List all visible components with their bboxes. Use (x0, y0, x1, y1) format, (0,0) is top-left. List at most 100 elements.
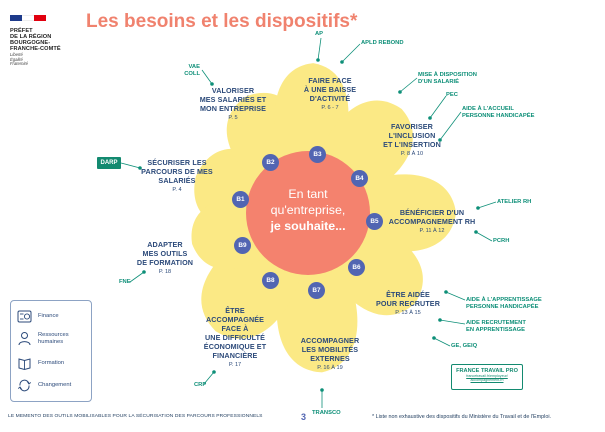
book-icon (17, 356, 32, 371)
petal-line: FINANCIÈRE (212, 351, 258, 360)
flag-white (22, 15, 34, 21)
motto-line: Égalité (10, 56, 23, 62)
ftp-url-line[interactable]: accompagnement-rh (470, 378, 504, 383)
scheme-fne[interactable]: FNE (119, 279, 131, 285)
petal-line: SÉCURISER LES (147, 158, 207, 167)
scheme-line: PERSONNE HANDICAPÉE (466, 304, 539, 310)
petal-line: BÉNÉFICIER D'UN (399, 208, 465, 217)
connector-line (429, 95, 447, 119)
petal-line: VALORISER (211, 86, 255, 95)
petal-page: P. 11 À 12 (419, 228, 445, 234)
petal-line: ÊTRE (225, 306, 245, 315)
connector-dot (432, 336, 436, 340)
ftp-url-line[interactable]: francetravail.fr/employeur/ (466, 374, 508, 378)
page-title: Les besoins et les dispositifs* (86, 11, 358, 32)
connector-line (477, 201, 497, 209)
connector-dot (438, 138, 442, 142)
motto-line: Fraternité (10, 61, 28, 67)
scheme-pcrh[interactable]: PCRH (493, 238, 510, 244)
center-line-1: En tant (288, 187, 328, 201)
scheme-aide-apprentissage-handicape[interactable]: AIDE À L'APPRENTISSAGE PERSONNE HANDICAP… (466, 297, 542, 311)
ftp-title: FRANCE TRAVAIL PRO (456, 368, 518, 374)
scheme-atelier-rh[interactable]: ATELIER RH (497, 199, 532, 205)
legend-label: Ressources (38, 331, 69, 338)
scheme-transco[interactable]: TRANSCO (312, 410, 341, 416)
connector-line (439, 319, 466, 325)
connector-line (120, 162, 141, 169)
connector-dot (212, 370, 216, 374)
petal-line: À UNE BAISSE (303, 85, 357, 94)
scheme-line: D'UN SALARIÉ (418, 79, 459, 85)
badge-b6: B6 (348, 259, 365, 276)
footer-memento: LE MEMENTO DES OUTILS MOBILISABLES POUR … (8, 414, 263, 419)
petal-b7-label[interactable]: ACCOMPAGNER LES MOBILITÉS EXTERNES P. 16… (290, 336, 370, 373)
petal-line: ÊTRE AIDÉE (386, 290, 430, 299)
page-number: 3 (301, 412, 307, 422)
petal-b5-label[interactable]: BÉNÉFICIER D'UN ACCOMPAGNEMENT RH P. 11 … (384, 208, 480, 236)
scheme-line: AIDE À L'APPRENTISSAGE (466, 297, 542, 303)
petal-page: P. 8 À 10 (400, 151, 424, 157)
petal-line: ADAPTER (147, 240, 183, 249)
scheme-line: COLL (184, 71, 200, 77)
petal-line: FACE À (221, 324, 249, 333)
legend-label: Formation (38, 360, 65, 366)
prefecture-logo: PRÉFET DE LA RÉGION BOURGOGNE- FRANCHE-C… (10, 8, 80, 67)
petal-line: ET L'INSERTION (383, 140, 441, 149)
scheme-aide-recrutement-apprentissage[interactable]: AIDE RECRUTEMENT EN APPRENTISSAGE (466, 320, 526, 334)
legend-item-changement: Changement (17, 378, 71, 393)
petal-page: P. 18 (158, 269, 172, 275)
connector-dot (320, 388, 324, 392)
legend-item-rh: Ressources humaines (17, 331, 69, 346)
badge-b4: B4 (351, 170, 368, 187)
legend-label: Changement (38, 382, 72, 388)
scheme-mise-a-disposition[interactable]: MISE À DISPOSITION D'UN SALARIÉ (418, 72, 477, 86)
scheme-darp[interactable]: DARP (97, 157, 121, 169)
petal-b4-label[interactable]: FAVORISER L'INCLUSION ET L'INSERTION P. … (372, 122, 452, 159)
badge-b9: B9 (234, 237, 251, 254)
petal-b2-label[interactable]: VALORISER MES SALARIÉS ET MON ENTREPRISE… (188, 86, 278, 123)
petal-b8-label[interactable]: ÊTRE ACCOMPAGNÉE FACE À UNE DIFFICULTÉ É… (194, 306, 276, 370)
connector-dot (438, 318, 442, 322)
logo-line: DE LA RÉGION (10, 34, 52, 40)
legend-item-formation: Formation (17, 356, 64, 371)
scheme-vae-coll[interactable]: VAE COLL (176, 64, 200, 78)
legend-box: Finance Ressources humaines Formation Ch… (10, 300, 92, 402)
petal-line: LES MOBILITÉS (301, 345, 359, 354)
petal-b6-label[interactable]: ÊTRE AIDÉE POUR RECRUTER P. 13 À 15 (366, 290, 450, 318)
logo-line: BOURGOGNE- (10, 40, 51, 46)
flag-red (34, 15, 46, 21)
connector-dot (316, 58, 320, 62)
scheme-crp[interactable]: CRP (194, 382, 207, 388)
petal-line: FAVORISER (391, 122, 433, 131)
petal-b3-label[interactable]: FAIRE FACE À UNE BAISSE D'ACTIVITÉ P. 6 … (290, 76, 370, 113)
scheme-line: AIDE À L'ACCUEIL (462, 106, 514, 112)
footer-note: * Liste non exhaustive des dispositifs d… (372, 414, 552, 420)
connector-dot (476, 206, 480, 210)
petal-line: POUR RECRUTER (376, 299, 440, 308)
connector-line (433, 337, 451, 347)
legend-label: Finance (38, 313, 59, 319)
scheme-ge-geiq[interactable]: GE, GEIQ (451, 343, 478, 349)
connector-dot (340, 60, 344, 64)
petal-b1-label[interactable]: SÉCURISER LES PARCOURS DE MES SALARIÉS P… (136, 158, 218, 195)
petal-page: P. 13 À 15 (395, 310, 421, 316)
petal-line: ACCOMPAGNER (300, 336, 360, 345)
scheme-aide-accueil-handicape[interactable]: AIDE À L'ACCUEIL PERSONNE HANDICAPÉE (462, 106, 534, 120)
connector-line (399, 77, 418, 93)
scheme-apld-rebond[interactable]: APLD REBOND (361, 40, 404, 46)
petal-page: P. 16 À 19 (317, 365, 343, 371)
connector-line (129, 271, 145, 283)
petal-line: SALARIÉS (158, 176, 196, 185)
badge-b7: B7 (308, 282, 325, 299)
scheme-line: PERSONNE HANDICAPÉE (462, 113, 535, 119)
scheme-ap[interactable]: AP (315, 31, 324, 37)
petal-line: PARCOURS DE MES (141, 167, 213, 176)
center-circle (246, 151, 370, 275)
scheme-pec[interactable]: PEC (446, 92, 458, 98)
france-travail-pro-box[interactable]: FRANCE TRAVAIL PRO francetravail.fr/empl… (451, 364, 523, 390)
scheme-line: VAE (188, 64, 201, 70)
connector-line (203, 371, 215, 385)
logo-line: FRANCHE-COMTÉ (10, 46, 61, 52)
petal-b9-label[interactable]: ADAPTER MES OUTILS DE FORMATION P. 18 (130, 240, 200, 277)
petal-line: ÉCONOMIQUE ET (203, 342, 267, 351)
